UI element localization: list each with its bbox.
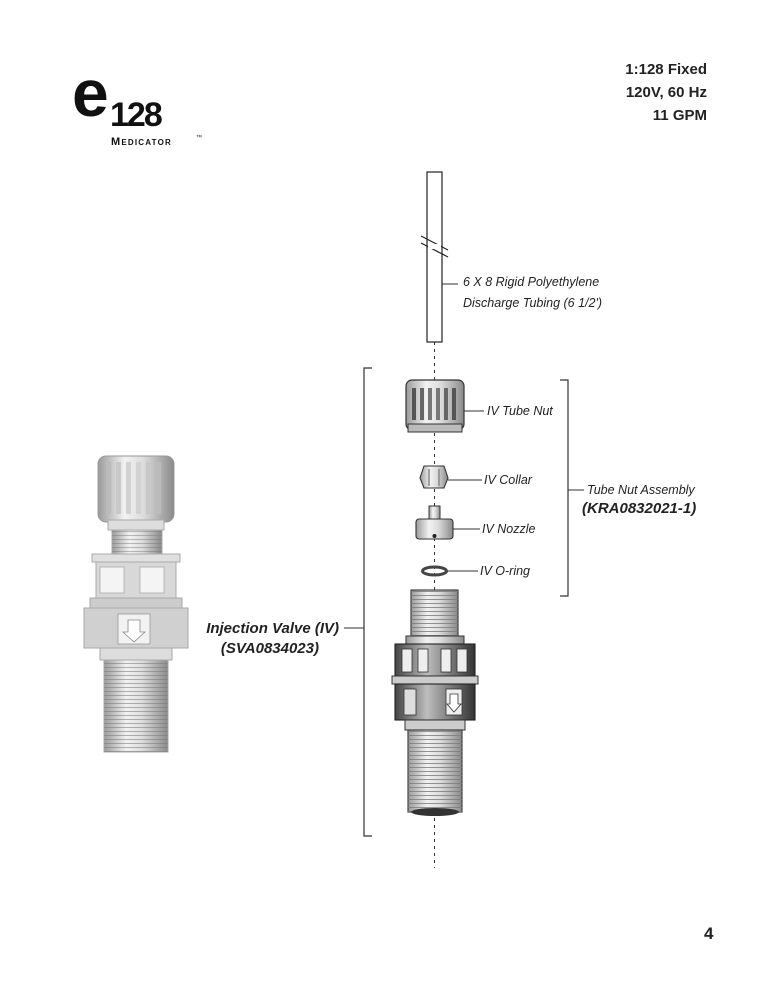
injection-valve-exploded [391,589,479,816]
tubing-label-line1: 6 X 8 Rigid Polyethylene [463,275,600,289]
valve-bracket [363,367,372,837]
nozzle-label: IV Nozzle [482,522,536,536]
nozzle-part [415,505,454,540]
spec-flow: 11 GPM [652,107,707,124]
tube-nut-label: IV Tube Nut [487,404,553,418]
spec-ratio: 1:128 Fixed [625,61,707,78]
assembly-part-number: (KRA0832021-1) [582,500,697,517]
valve-part-number: (SVA0834023) [220,640,319,657]
tube-nut-part [405,379,465,433]
assembly-name-label: Tube Nut Assembly [587,483,695,497]
assembly-bracket [560,379,569,597]
injection-valve-assembled [83,455,189,753]
tubing-label-line2: Discharge Tubing (6 1/2') [463,296,603,310]
oring-label: IV O-ring [480,564,531,578]
collar-part [419,465,449,489]
page-number: 4 [704,924,714,943]
discharge-tubing [420,171,449,343]
valve-name-label: Injection Valve (IV) [206,620,339,637]
collar-label: IV Collar [484,473,532,487]
oring-part [421,565,448,577]
spec-voltage: 120V, 60 Hz [625,84,707,101]
